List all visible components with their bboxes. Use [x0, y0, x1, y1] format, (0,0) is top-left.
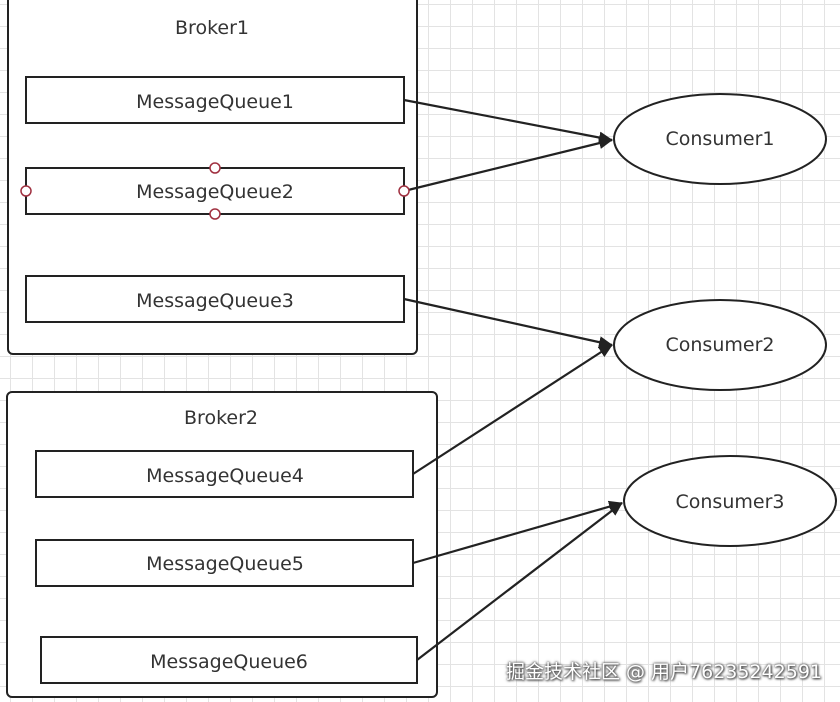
message-queue-1[interactable]: MessageQueue1 — [25, 76, 405, 124]
arrow-mq2-to-consumer1[interactable] — [403, 137, 613, 193]
consumer-2[interactable]: Consumer2 — [613, 299, 827, 391]
selection-handle-left[interactable] — [20, 185, 32, 197]
arrow-mq1-to-consumer1[interactable] — [403, 98, 613, 144]
arrow-mq5-to-consumer3[interactable] — [412, 500, 623, 565]
message-queue-3-label: MessageQueue3 — [136, 290, 294, 312]
arrow-mq3-to-consumer2[interactable] — [403, 297, 613, 349]
message-queue-6[interactable]: MessageQueue6 — [40, 636, 418, 684]
consumer-1-label: Consumer1 — [666, 128, 775, 150]
message-queue-5-box[interactable] — [35, 539, 414, 587]
consumer-2-ellipse[interactable] — [613, 299, 827, 391]
selection-handles[interactable] — [20, 162, 410, 220]
broker-1-label: Broker1 — [175, 17, 249, 39]
broker-2-label: Broker2 — [184, 407, 258, 429]
message-queue-3[interactable]: MessageQueue3 — [25, 275, 405, 323]
message-queue-5[interactable]: MessageQueue5 — [35, 539, 414, 587]
watermark: 掘金技术社区 @ 用户76235242591 — [505, 661, 822, 683]
message-queue-5-label: MessageQueue5 — [146, 553, 304, 575]
consumer-3-label: Consumer3 — [676, 491, 785, 513]
message-queue-2[interactable]: MessageQueue2 — [25, 167, 405, 215]
message-queue-6-label: MessageQueue6 — [150, 651, 308, 673]
message-queue-3-box[interactable] — [25, 275, 405, 323]
consumer-1[interactable]: Consumer1 — [613, 93, 827, 185]
selection-handle-bottom[interactable] — [209, 208, 221, 220]
consumer-3-ellipse[interactable] — [623, 455, 837, 547]
message-queue-4[interactable]: MessageQueue4 — [35, 450, 414, 498]
selection-handle-top[interactable] — [209, 162, 221, 174]
consumer-2-label: Consumer2 — [666, 334, 775, 356]
message-queue-6-box[interactable] — [40, 636, 418, 684]
consumer-1-ellipse[interactable] — [613, 93, 827, 185]
consumer-3[interactable]: Consumer3 — [623, 455, 837, 547]
arrow-mq6-to-consumer3[interactable] — [416, 502, 623, 661]
message-queue-2-label: MessageQueue2 — [136, 181, 294, 203]
message-queue-4-box[interactable] — [35, 450, 414, 498]
message-queue-1-label: MessageQueue1 — [136, 91, 294, 113]
selection-handle-right[interactable] — [398, 185, 410, 197]
arrow-mq4-to-consumer2[interactable] — [412, 344, 613, 475]
message-queue-4-label: MessageQueue4 — [146, 465, 304, 487]
